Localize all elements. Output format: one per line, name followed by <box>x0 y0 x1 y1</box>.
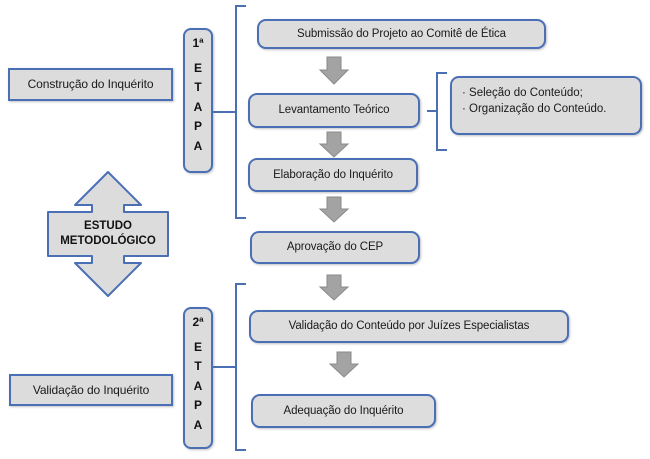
detail-item-organizacao: · Organização do Conteúdo. <box>462 103 607 116</box>
step-elaboracao-inquerito[interactable]: Elaboração do Inquérito <box>248 158 418 192</box>
step-adequacao-text: Adequação do Inquérito <box>283 404 404 417</box>
etapa-2-letter-1: T <box>194 359 202 374</box>
etapa-2-number: 2ª <box>192 315 204 329</box>
etapa-1-letter-1: T <box>194 80 202 95</box>
etapa-2-letter-3: P <box>193 398 202 413</box>
etapa-1-letter-4: A <box>193 138 203 153</box>
etapa-2-letters: E T A P A <box>194 338 203 435</box>
step-adequacao-inquerito[interactable]: Adequação do Inquérito <box>251 394 436 428</box>
step-validacao-conteudo-text: Validação do Conteúdo por Juízes Especia… <box>288 320 530 333</box>
step-elaboracao-text: Elaboração do Inquérito <box>273 168 393 181</box>
step-submissao-text: Submissão do Projeto ao Comitê de Ética <box>297 27 506 40</box>
detail-item-selecao: · Seleção do Conteúdo; <box>462 87 583 99</box>
etapa-2-pill[interactable]: 2ª E T A P A <box>183 307 213 449</box>
etapa-2-letter-0: E <box>193 340 202 354</box>
flow-arrow-elaboracao-aprovacao <box>318 196 350 223</box>
detail-box-levantamento[interactable]: · Seleção do Conteúdo; · Organização do … <box>450 76 642 135</box>
flow-arrow-validacao-adequacao <box>328 351 360 378</box>
label-validacao-text: Validação do Inquérito <box>32 382 150 397</box>
step-aprovacao-cep[interactable]: Aprovação do CEP <box>250 231 420 264</box>
etapa-1-pill[interactable]: 1ª E T A P A <box>183 28 213 173</box>
label-construcao-do-inquerito[interactable]: Construção do Inquérito <box>8 68 173 101</box>
estudo-metodologico-line2: METODOLÓGICO <box>60 235 156 247</box>
flow-arrow-aprovacao-validacao <box>318 274 350 301</box>
etapa-1-number: 1ª <box>192 36 204 50</box>
flow-arrow-submissao-levantamento <box>318 56 350 85</box>
estudo-metodologico-node[interactable]: ESTUDO METODOLÓGICO <box>48 212 168 256</box>
etapa-1-letter-3: P <box>193 119 202 134</box>
etapa-2-letter-2: A <box>193 378 203 393</box>
step-validacao-conteudo-juizes[interactable]: Validação do Conteúdo por Juízes Especia… <box>249 310 569 343</box>
bracket-etapa-1 <box>226 5 246 219</box>
etapa-1-letter-0: E <box>193 61 202 75</box>
label-construcao-text: Construção do Inquérito <box>27 77 154 91</box>
etapa-2-letter-4: A <box>193 417 203 432</box>
label-validacao-do-inquerito[interactable]: Validação do Inquérito <box>9 374 173 406</box>
step-aprovacao-text: Aprovação do CEP <box>286 241 384 254</box>
estudo-metodologico-label: ESTUDO METODOLÓGICO <box>60 219 156 249</box>
estudo-metodologico-line1: ESTUDO <box>84 220 132 233</box>
etapa-1-letter-2: A <box>193 99 203 114</box>
etapa-1-letters: E T A P A <box>194 59 203 156</box>
step-levantamento-text: Levantamento Teórico <box>278 104 390 117</box>
step-levantamento-teorico[interactable]: Levantamento Teórico <box>248 93 420 128</box>
bracket-detalhe <box>427 72 447 151</box>
step-submissao-projeto-comite-etica[interactable]: Submissão do Projeto ao Comitê de Ética <box>257 19 546 49</box>
flow-arrow-levantamento-elaboracao <box>318 131 350 158</box>
bracket-etapa-2 <box>226 283 246 451</box>
